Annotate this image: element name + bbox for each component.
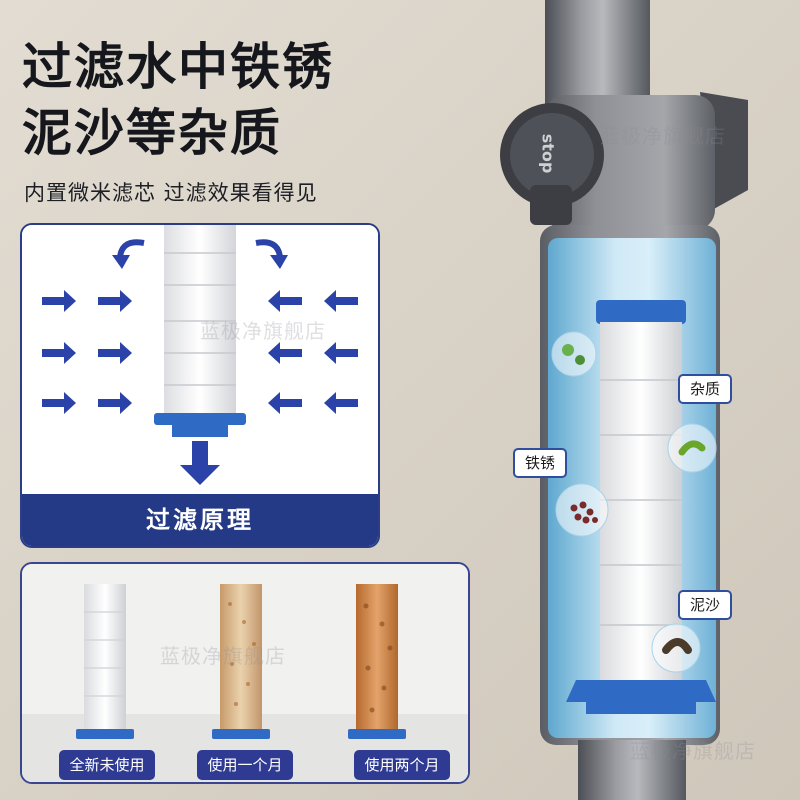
headline-line-1: 过滤水中铁锈 (22, 38, 334, 96)
stop-label: stop (538, 133, 558, 174)
watermark: 蓝极净旗舰店 (600, 124, 726, 148)
tag-new-unused: 全新未使用 (59, 750, 155, 780)
callout-rust: 铁锈 (513, 448, 568, 478)
headline-line-2: 泥沙等杂质 (22, 104, 282, 162)
headline-subline: 内置微米滤芯 过滤效果看得见 (24, 181, 318, 205)
cartridge-new (76, 584, 134, 739)
cartridge-two-months (348, 584, 406, 739)
curve-arrow-left-icon (117, 239, 145, 258)
watermark: 蓝极净旗舰店 (160, 644, 286, 668)
cartridge-one-month (212, 584, 270, 739)
watermark: 蓝极净旗舰店 (630, 739, 756, 763)
impurity-bubble (551, 331, 597, 377)
tag-two-months: 使用两个月 (354, 750, 450, 780)
silt-bubble (651, 623, 701, 673)
tag-one-month: 使用一个月 (197, 750, 293, 780)
curve-arrow-right-icon (255, 239, 283, 258)
principle-footer-label: 过滤原理 (22, 494, 378, 546)
watermark: 蓝极净旗舰店 (200, 319, 326, 343)
outflow-arrow-icon (180, 441, 220, 485)
usage-comparison-panel (20, 562, 470, 784)
filtration-principle-panel: 过滤原理 (20, 223, 380, 548)
bacteria-bubble (667, 423, 717, 473)
inflow-arrows-right (268, 290, 358, 414)
callout-silt: 泥沙 (678, 590, 733, 620)
rust-bubble (555, 483, 609, 537)
callout-impurities: 杂质 (678, 374, 733, 404)
inflow-arrows-left (42, 290, 132, 414)
principle-illustration (22, 225, 378, 496)
